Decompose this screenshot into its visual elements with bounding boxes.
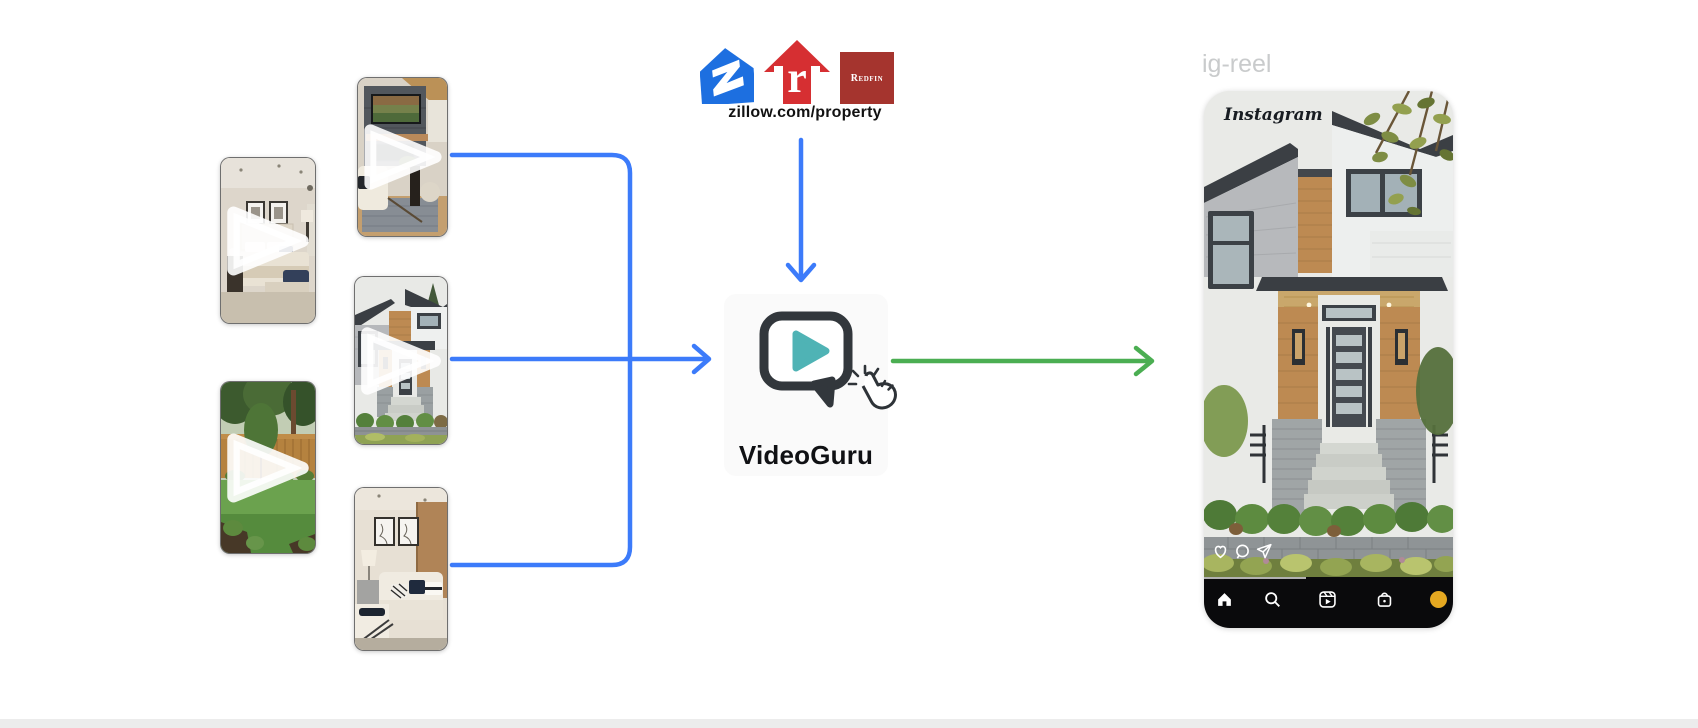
video-thumbnail-living-room[interactable] bbox=[354, 487, 448, 651]
video-thumbnail-exterior[interactable] bbox=[354, 276, 448, 445]
play-icon bbox=[227, 206, 309, 275]
like-heart-icon[interactable] bbox=[1212, 543, 1229, 560]
play-icon bbox=[361, 326, 441, 395]
videos-to-app-arrowhead bbox=[691, 343, 712, 375]
living-room-scene bbox=[355, 488, 447, 650]
reels-icon[interactable] bbox=[1319, 591, 1336, 608]
comment-icon[interactable] bbox=[1234, 543, 1251, 560]
listing-to-app-arrowhead bbox=[785, 262, 817, 283]
search-icon[interactable] bbox=[1264, 591, 1281, 608]
shop-icon[interactable] bbox=[1376, 591, 1393, 608]
reel-progress-bar bbox=[1204, 577, 1306, 579]
play-icon bbox=[227, 433, 309, 502]
instagram-phone-mockup: Instagram bbox=[1204, 91, 1453, 628]
listing-url[interactable]: zillow.com/property bbox=[728, 104, 882, 121]
listing-logos: r Redfin bbox=[700, 38, 910, 104]
share-icon[interactable] bbox=[1256, 543, 1273, 560]
video-thumbnail-backyard[interactable] bbox=[220, 381, 316, 554]
zillow-logo[interactable] bbox=[700, 46, 754, 104]
reel-action-icons bbox=[1212, 543, 1273, 560]
ig-reel-label: ig-reel bbox=[1202, 50, 1272, 78]
redfin-logo[interactable]: Redfin bbox=[840, 52, 894, 104]
instagram-wordmark: Instagram bbox=[1224, 105, 1323, 125]
app-name: VideoGuru bbox=[738, 440, 874, 470]
video-thumbnail-tv-living-room[interactable] bbox=[357, 77, 448, 237]
instagram-nav-bar bbox=[1204, 577, 1453, 628]
backyard-scene bbox=[221, 382, 315, 553]
reel-house-photo[interactable] bbox=[1204, 91, 1453, 577]
realtor-logo[interactable]: r bbox=[764, 40, 830, 104]
app-play-glyph bbox=[792, 330, 830, 372]
realtor-letter: r bbox=[787, 53, 807, 102]
click-cursor-icon bbox=[847, 364, 897, 410]
bottom-edge-strip bbox=[0, 719, 1698, 728]
app-to-reel-arrowhead bbox=[1133, 345, 1155, 377]
redfin-logo-text: Redfin bbox=[850, 72, 884, 84]
play-icon bbox=[363, 124, 442, 190]
source-videos-connector bbox=[449, 152, 633, 568]
home-icon[interactable] bbox=[1216, 591, 1233, 608]
videoguru-app-icon[interactable] bbox=[756, 308, 856, 412]
profile-avatar[interactable] bbox=[1430, 591, 1447, 608]
video-thumbnail-bedroom[interactable] bbox=[220, 157, 316, 324]
